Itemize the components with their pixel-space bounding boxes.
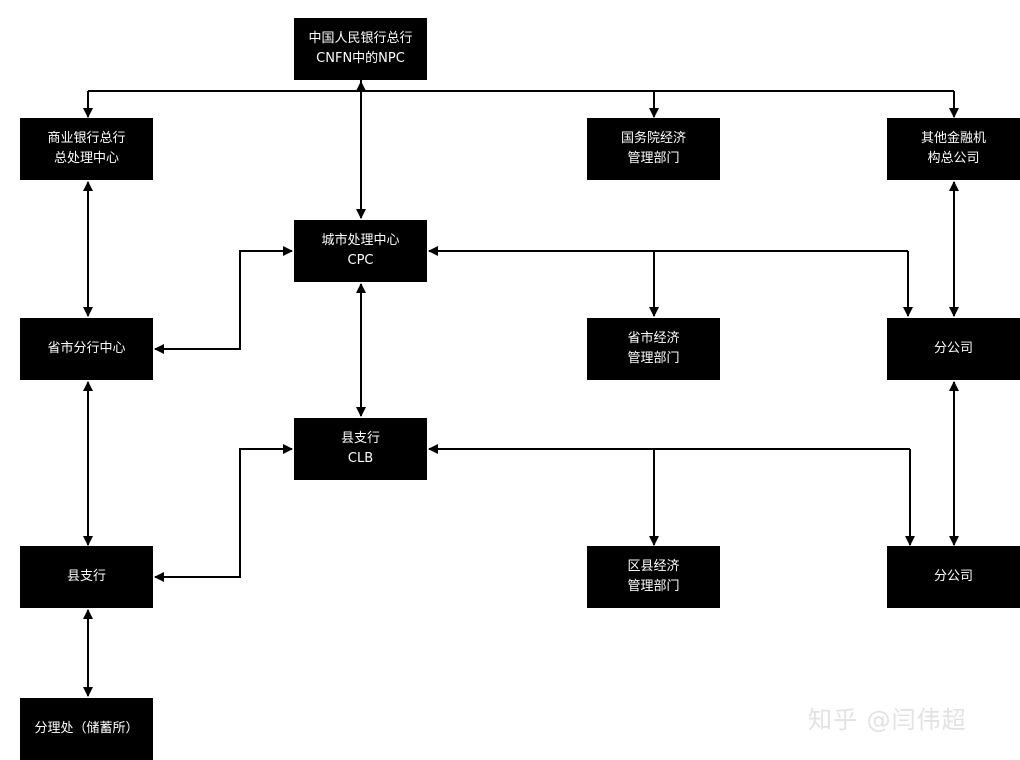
node-other-fin-line1: 其他金融机 (920, 131, 986, 146)
node-pbc-line1: 中国人民银行总行 (308, 31, 413, 46)
node-cpc-line1: 城市处理中心 (321, 233, 400, 248)
node-state-council-line2: 管理部门 (627, 151, 680, 166)
node-cbhq: 商业银行总行 总处理中心 (20, 118, 153, 180)
node-sub-office: 分理处（储蓄所） (20, 698, 153, 760)
connector-clb-county (154, 444, 293, 582)
node-cpc: 城市处理中心 CPC (294, 220, 427, 282)
connector-cpc-prov (154, 246, 293, 354)
node-county-branch: 县支行 (20, 546, 153, 608)
node-other-fin: 其他金融机 构总公司 (887, 118, 1020, 180)
node-branch2-line1: 分公司 (933, 569, 973, 584)
node-branch1: 分公司 (887, 318, 1020, 380)
node-branch1-line1: 分公司 (933, 341, 973, 356)
node-cpc-line2: CPC (347, 253, 374, 268)
node-clb: 县支行 CLB (294, 418, 427, 480)
node-clb-line2: CLB (347, 451, 374, 466)
node-sub-office-line1: 分理处（储蓄所） (34, 721, 139, 736)
node-county-branch-line1: 县支行 (66, 569, 106, 584)
node-pbc: 中国人民银行总行 CNFN中的NPC (294, 18, 427, 80)
node-district-econ: 区县经济 管理部门 (587, 546, 720, 608)
node-clb-line1: 县支行 (340, 431, 380, 446)
node-other-fin-line2: 构总公司 (927, 151, 980, 166)
node-district-econ-line1: 区县经济 (627, 559, 680, 574)
node-district-econ-line2: 管理部门 (627, 579, 680, 594)
node-pbc-line2: CNFN中的NPC (316, 51, 405, 66)
node-prov-branch: 省市分行中心 (20, 318, 153, 380)
watermark: 知乎 @闫伟超 (808, 706, 967, 734)
node-state-council: 国务院经济 管理部门 (587, 118, 720, 180)
node-prov-econ-line1: 省市经济 (627, 331, 680, 346)
node-state-council-line1: 国务院经济 (620, 131, 686, 146)
node-prov-branch-line1: 省市分行中心 (47, 341, 126, 356)
node-cbhq-line2: 总处理中心 (53, 151, 119, 166)
node-prov-econ: 省市经济 管理部门 (587, 318, 720, 380)
node-cbhq-line1: 商业银行总行 (47, 131, 126, 146)
node-branch2: 分公司 (887, 546, 1020, 608)
node-prov-econ-line2: 管理部门 (627, 351, 680, 366)
